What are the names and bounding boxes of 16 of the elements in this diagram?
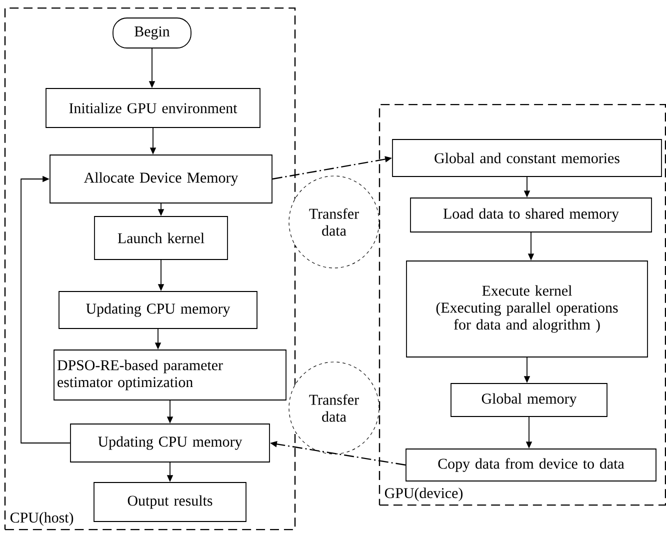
process-box: Output results (94, 482, 246, 522)
process-box: DPSO-RE-based parameter estimator optimization (54, 350, 286, 400)
process-box: Load data to shared memory (410, 198, 652, 232)
transfer-bubble: Transfer data (288, 176, 380, 268)
process-box: Global and constant memories (392, 139, 662, 177)
process-box: Launch kernel (94, 216, 228, 260)
transfer-bubble: Transfer data (288, 362, 380, 454)
process-box: Updating CPU memory (58, 291, 258, 329)
process-box: Copy data from device to data (406, 448, 656, 482)
process-box: Updating CPU memory (70, 424, 270, 462)
arrow (20, 176, 70, 444)
process-box: Initialize GPU environment (46, 88, 260, 128)
process-box: Global memory (450, 383, 608, 417)
process-box: Allocate Device Memory (50, 154, 272, 204)
start-terminal: Begin (112, 18, 192, 48)
process-box: Execute kernel (Executing parallel operations for data and alogrithm ) (406, 260, 648, 358)
